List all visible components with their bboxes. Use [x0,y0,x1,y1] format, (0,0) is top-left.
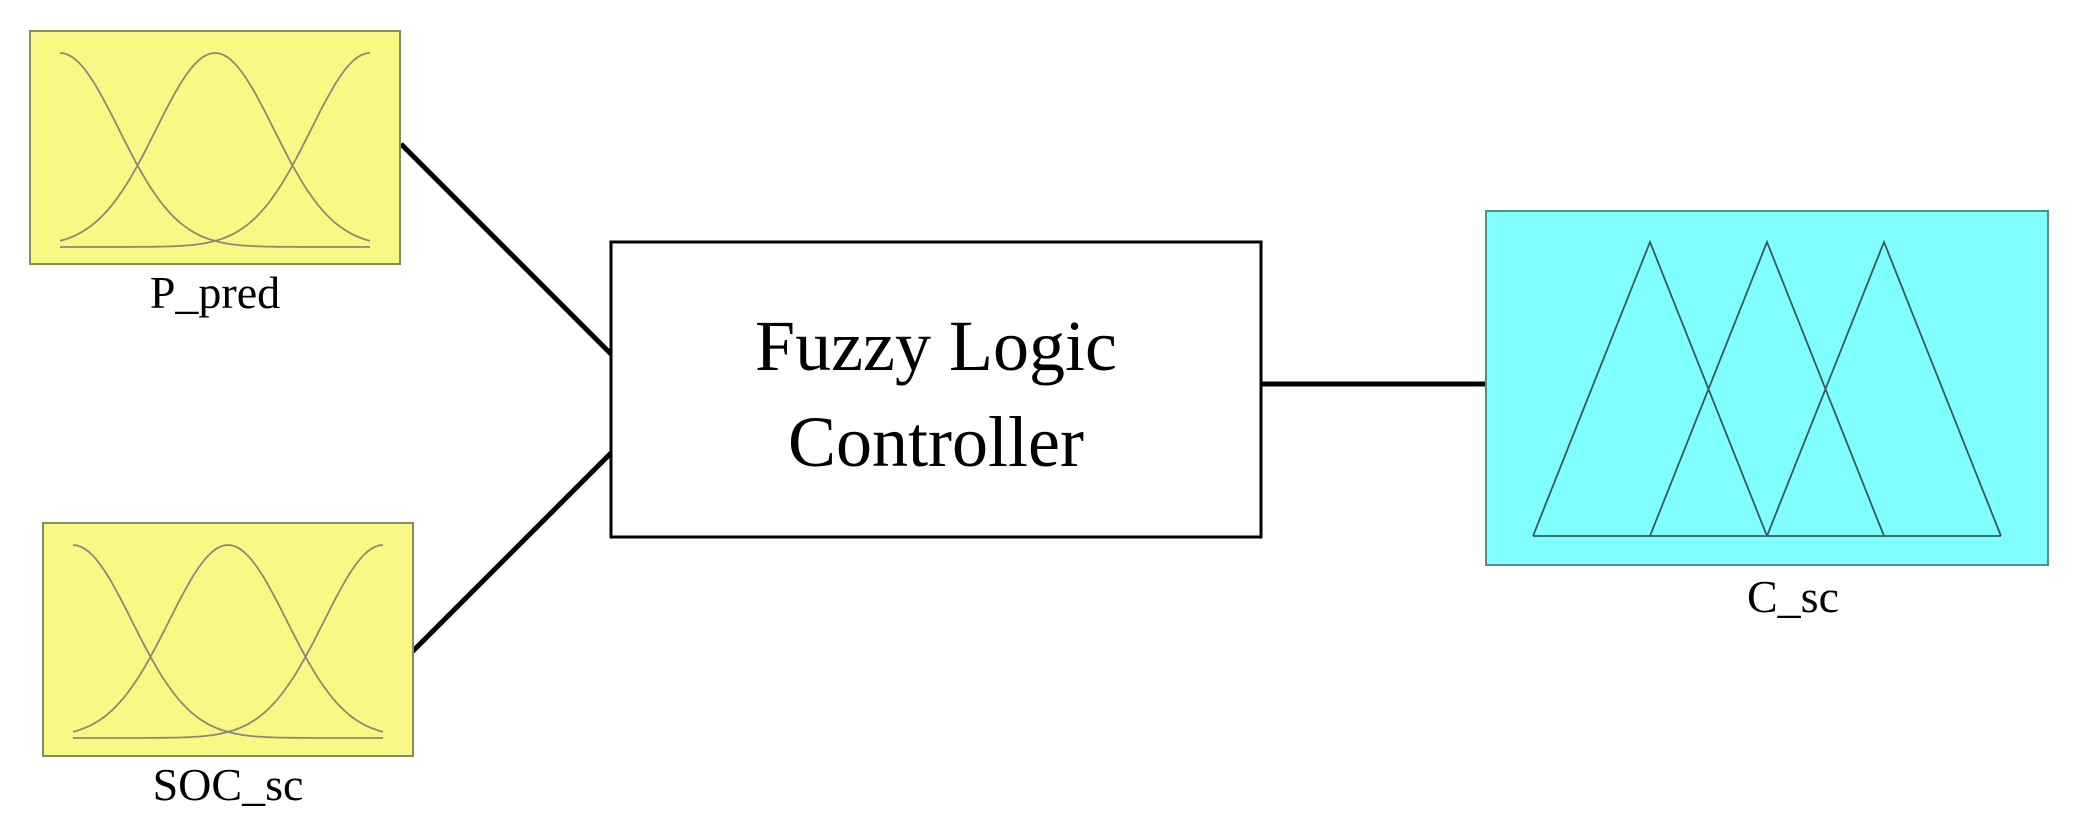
c-sc-label: C_sc [1747,571,1839,622]
controller-box [609,240,1263,539]
gaussian-mf-curve-2 [59,52,371,242]
output-block-c-sc [1485,210,2049,566]
gaussian-mf-curve-3 [60,52,371,248]
c-sc-mf-triangle-3 [1766,239,2002,537]
controller-title-line2: Controller [788,402,1084,482]
p-pred-membership-curves [59,52,371,248]
c-sc-membership-triangles [1532,239,2002,537]
soc-sc-label: SOC_sc [153,759,304,810]
input-block-soc-sc [42,522,414,757]
c-sc-mf-panel [1485,210,2049,566]
p-pred-label: P_pred [150,267,280,318]
gaussian-mf-curve-3 [73,544,384,739]
c-sc-mf-triangle-1 [1532,239,1768,537]
controller-title-line1: Fuzzy Logic [755,306,1117,386]
input-block-p-pred [29,30,401,265]
gaussian-mf-curve-2 [72,544,384,733]
controller-block: Fuzzy Logic Controller [609,240,1263,539]
connector-p-pred [399,142,614,357]
soc-sc-membership-curves [72,544,384,739]
connector-soc-sc [410,450,614,654]
c-sc-mf-triangle-2 [1649,239,1885,537]
